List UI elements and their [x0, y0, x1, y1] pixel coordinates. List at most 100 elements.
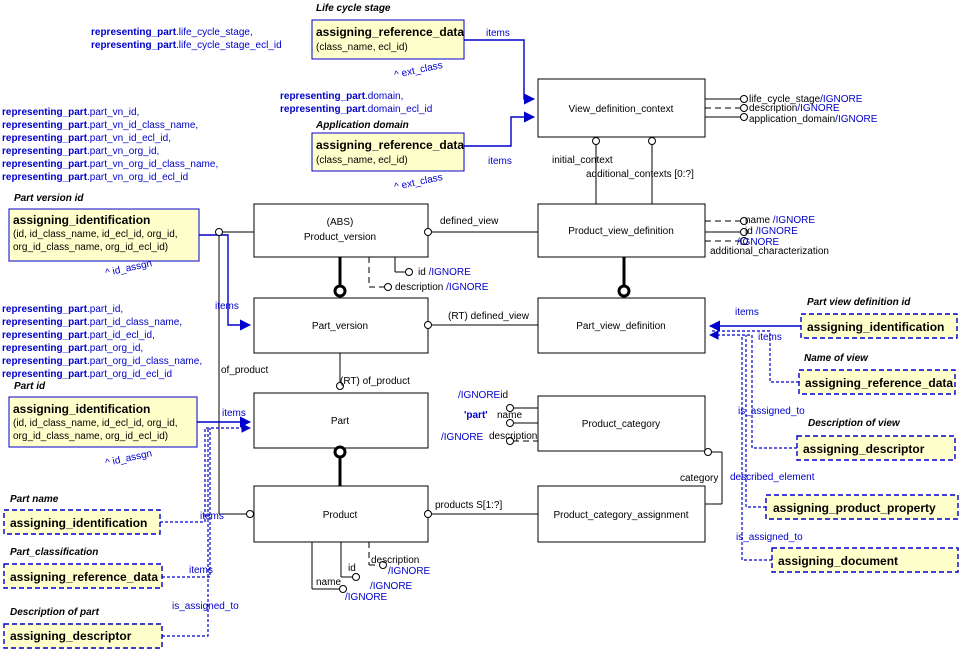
- svg-text:Life cycle stage: Life cycle stage: [316, 3, 391, 14]
- svg-text:described_element: described_element: [730, 472, 815, 483]
- template-description-of-part[interactable]: Description of part assigning_descriptor: [3, 607, 163, 649]
- svg-text:name: name: [497, 410, 522, 421]
- svg-text:/IGNORE: /IGNORE: [370, 581, 413, 592]
- svg-text:'part': 'part': [464, 410, 488, 421]
- entity-part-version[interactable]: Part_version: [253, 297, 429, 354]
- entity-part[interactable]: Part: [253, 392, 429, 449]
- svg-text:is_assigned_to: is_assigned_to: [172, 601, 239, 612]
- svg-text:^ ext_class: ^ ext_class: [393, 60, 443, 81]
- svg-text:description: description: [489, 431, 537, 442]
- svg-text:Name of view: Name of view: [804, 353, 869, 364]
- svg-text:Part_classification: Part_classification: [10, 547, 98, 558]
- svg-text:representing_part.part_id_clas: representing_part.part_id_class_name,: [2, 317, 182, 328]
- template-life-cycle-stage[interactable]: Life cycle stage assigning_reference_dat…: [311, 3, 465, 60]
- svg-text:assigning_identification: assigning_identification: [10, 516, 147, 530]
- svg-text:description: description: [371, 555, 419, 566]
- svg-text:representing_part.part_vn_id_e: representing_part.part_vn_id_ecl_id,: [2, 133, 171, 144]
- svg-text:(RT) of_product: (RT) of_product: [340, 376, 410, 387]
- svg-text:items: items: [758, 332, 782, 343]
- svg-text:products S[1:?]: products S[1:?]: [435, 500, 502, 511]
- svg-text:assigning_reference_data: assigning_reference_data: [805, 376, 953, 390]
- template-part-classification[interactable]: Part_classification assigning_reference_…: [3, 547, 163, 589]
- template-description-of-view[interactable]: Description of view assigning_descriptor: [796, 418, 956, 461]
- svg-text:representing_part.part_vn_id_c: representing_part.part_vn_id_class_name,: [2, 120, 198, 131]
- svg-text:additional_characterization: additional_characterization: [710, 246, 829, 257]
- svg-text:items: items: [189, 565, 213, 576]
- svg-text:Application domain: Application domain: [315, 120, 409, 131]
- entity-product-version[interactable]: (ABS) Product_version: [253, 203, 429, 258]
- entity-product[interactable]: Product: [253, 485, 429, 543]
- svg-text:application_domain/IGNORE: application_domain/IGNORE: [749, 114, 878, 125]
- svg-text:/IGNORE: /IGNORE: [737, 237, 780, 248]
- svg-text:is_assigned_to: is_assigned_to: [736, 532, 803, 543]
- svg-text:Part name: Part name: [10, 494, 59, 505]
- svg-text:items: items: [222, 408, 246, 419]
- template-product-property[interactable]: assigning_product_property: [765, 494, 959, 520]
- svg-text:additional_contexts [0:?]: additional_contexts [0:?]: [586, 169, 694, 180]
- entity-product-category-assignment[interactable]: Product_category_assignment: [537, 485, 706, 543]
- template-application-domain[interactable]: Application domain assigning_reference_d…: [311, 120, 465, 172]
- svg-text:assigning_product_property: assigning_product_property: [773, 501, 936, 515]
- attribute-labels: life_cycle_stage/IGNORE description/IGNO…: [221, 94, 878, 603]
- svg-text:name /IGNORE: name /IGNORE: [745, 215, 815, 226]
- svg-text:/IGNORE: /IGNORE: [441, 432, 484, 443]
- svg-text:^ id_assgn: ^ id_assgn: [104, 448, 153, 469]
- svg-text:is_assigned_to: is_assigned_to: [738, 406, 805, 417]
- svg-text:/IGNORE: /IGNORE: [388, 566, 431, 577]
- svg-text:id /IGNORE: id /IGNORE: [418, 267, 471, 278]
- template-links: [160, 39, 801, 637]
- svg-text:Product: Product: [323, 510, 358, 521]
- svg-text:representing_part.part_vn_org_: representing_part.part_vn_org_id_class_n…: [2, 159, 218, 170]
- svg-text:assigning_document: assigning_document: [778, 554, 898, 568]
- entity-product-view-definition[interactable]: Product_view_definition: [537, 203, 706, 258]
- svg-text:items: items: [486, 28, 510, 39]
- svg-text:^ ext_class: ^ ext_class: [393, 172, 443, 193]
- svg-text:/IGNOREid: /IGNOREid: [458, 390, 508, 401]
- svg-text:(id, id_class_name, id_ecl_id,: (id, id_class_name, id_ecl_id, org_id,: [13, 418, 178, 429]
- svg-text:defined_view: defined_view: [440, 216, 499, 227]
- template-name-of-view[interactable]: Name of view assigning_reference_data: [798, 353, 956, 395]
- relationship-markers: [215, 95, 748, 593]
- svg-text:Part id: Part id: [14, 381, 46, 392]
- template-part-id[interactable]: Part id assigning_identification (id, id…: [8, 381, 198, 448]
- rep-part-version: representing_part.part_vn_id, representi…: [2, 107, 218, 183]
- rep-domain: representing_part.domain, representing_p…: [280, 91, 432, 115]
- svg-text:representing_part.life_cycle_s: representing_part.life_cycle_stage_ecl_i…: [91, 40, 282, 51]
- template-part-name[interactable]: Part name assigning_identification: [3, 494, 161, 535]
- svg-text:life_cycle_stage/IGNORE: life_cycle_stage/IGNORE: [749, 94, 863, 105]
- svg-text:(RT) defined_view: (RT) defined_view: [448, 311, 530, 322]
- entity-part-view-definition[interactable]: Part_view_definition: [537, 297, 706, 354]
- svg-text:Part_view_definition: Part_view_definition: [576, 321, 666, 332]
- svg-text:items: items: [735, 307, 759, 318]
- svg-text:category: category: [680, 473, 718, 484]
- svg-text:id /IGNORE: id /IGNORE: [745, 226, 798, 237]
- svg-text:Product_category_assignment: Product_category_assignment: [553, 510, 688, 521]
- template-part-view-definition-id[interactable]: Part view definition id assigning_identi…: [800, 297, 958, 339]
- svg-text:representing_part.part_vn_org_: representing_part.part_vn_org_id,: [2, 146, 159, 157]
- svg-text:initial_context: initial_context: [552, 155, 613, 166]
- svg-text:representing_part.part_org_id_: representing_part.part_org_id_class_name…: [2, 356, 202, 367]
- entity-product-category[interactable]: Product_category: [537, 395, 706, 452]
- svg-text:assigning_identification: assigning_identification: [807, 320, 944, 334]
- svg-text:assigning_reference_data: assigning_reference_data: [316, 138, 464, 152]
- entity-view-definition-context[interactable]: View_definition_context: [537, 78, 706, 138]
- svg-text:Part_version: Part_version: [312, 321, 368, 332]
- svg-text:Part version id: Part version id: [14, 193, 84, 204]
- svg-text:Part view definition id: Part view definition id: [807, 297, 911, 308]
- svg-text:Part: Part: [331, 416, 350, 427]
- svg-text:items: items: [200, 511, 224, 522]
- svg-text:/IGNORE: /IGNORE: [345, 592, 388, 603]
- svg-text:View_definition_context: View_definition_context: [569, 104, 674, 115]
- svg-text:Product_category: Product_category: [582, 419, 660, 430]
- svg-text:(id, id_class_name, id_ecl_id,: (id, id_class_name, id_ecl_id, org_id,: [13, 229, 178, 240]
- svg-text:org_id_class_name, org_id_ecl_: org_id_class_name, org_id_ecl_id): [13, 431, 168, 442]
- template-part-version-id[interactable]: Part version id assigning_identification…: [8, 193, 200, 262]
- svg-text:org_id_class_name, org_id_ecl_: org_id_class_name, org_id_ecl_id): [13, 242, 168, 253]
- svg-text:representing_part.part_org_id,: representing_part.part_org_id,: [2, 343, 143, 354]
- svg-text:assigning_descriptor: assigning_descriptor: [803, 442, 925, 456]
- svg-text:items: items: [488, 156, 512, 167]
- svg-text:representing_part.part_id_ecl_: representing_part.part_id_ecl_id,: [2, 330, 155, 341]
- template-document[interactable]: assigning_document: [771, 547, 959, 573]
- svg-text:Product_version: Product_version: [304, 232, 376, 243]
